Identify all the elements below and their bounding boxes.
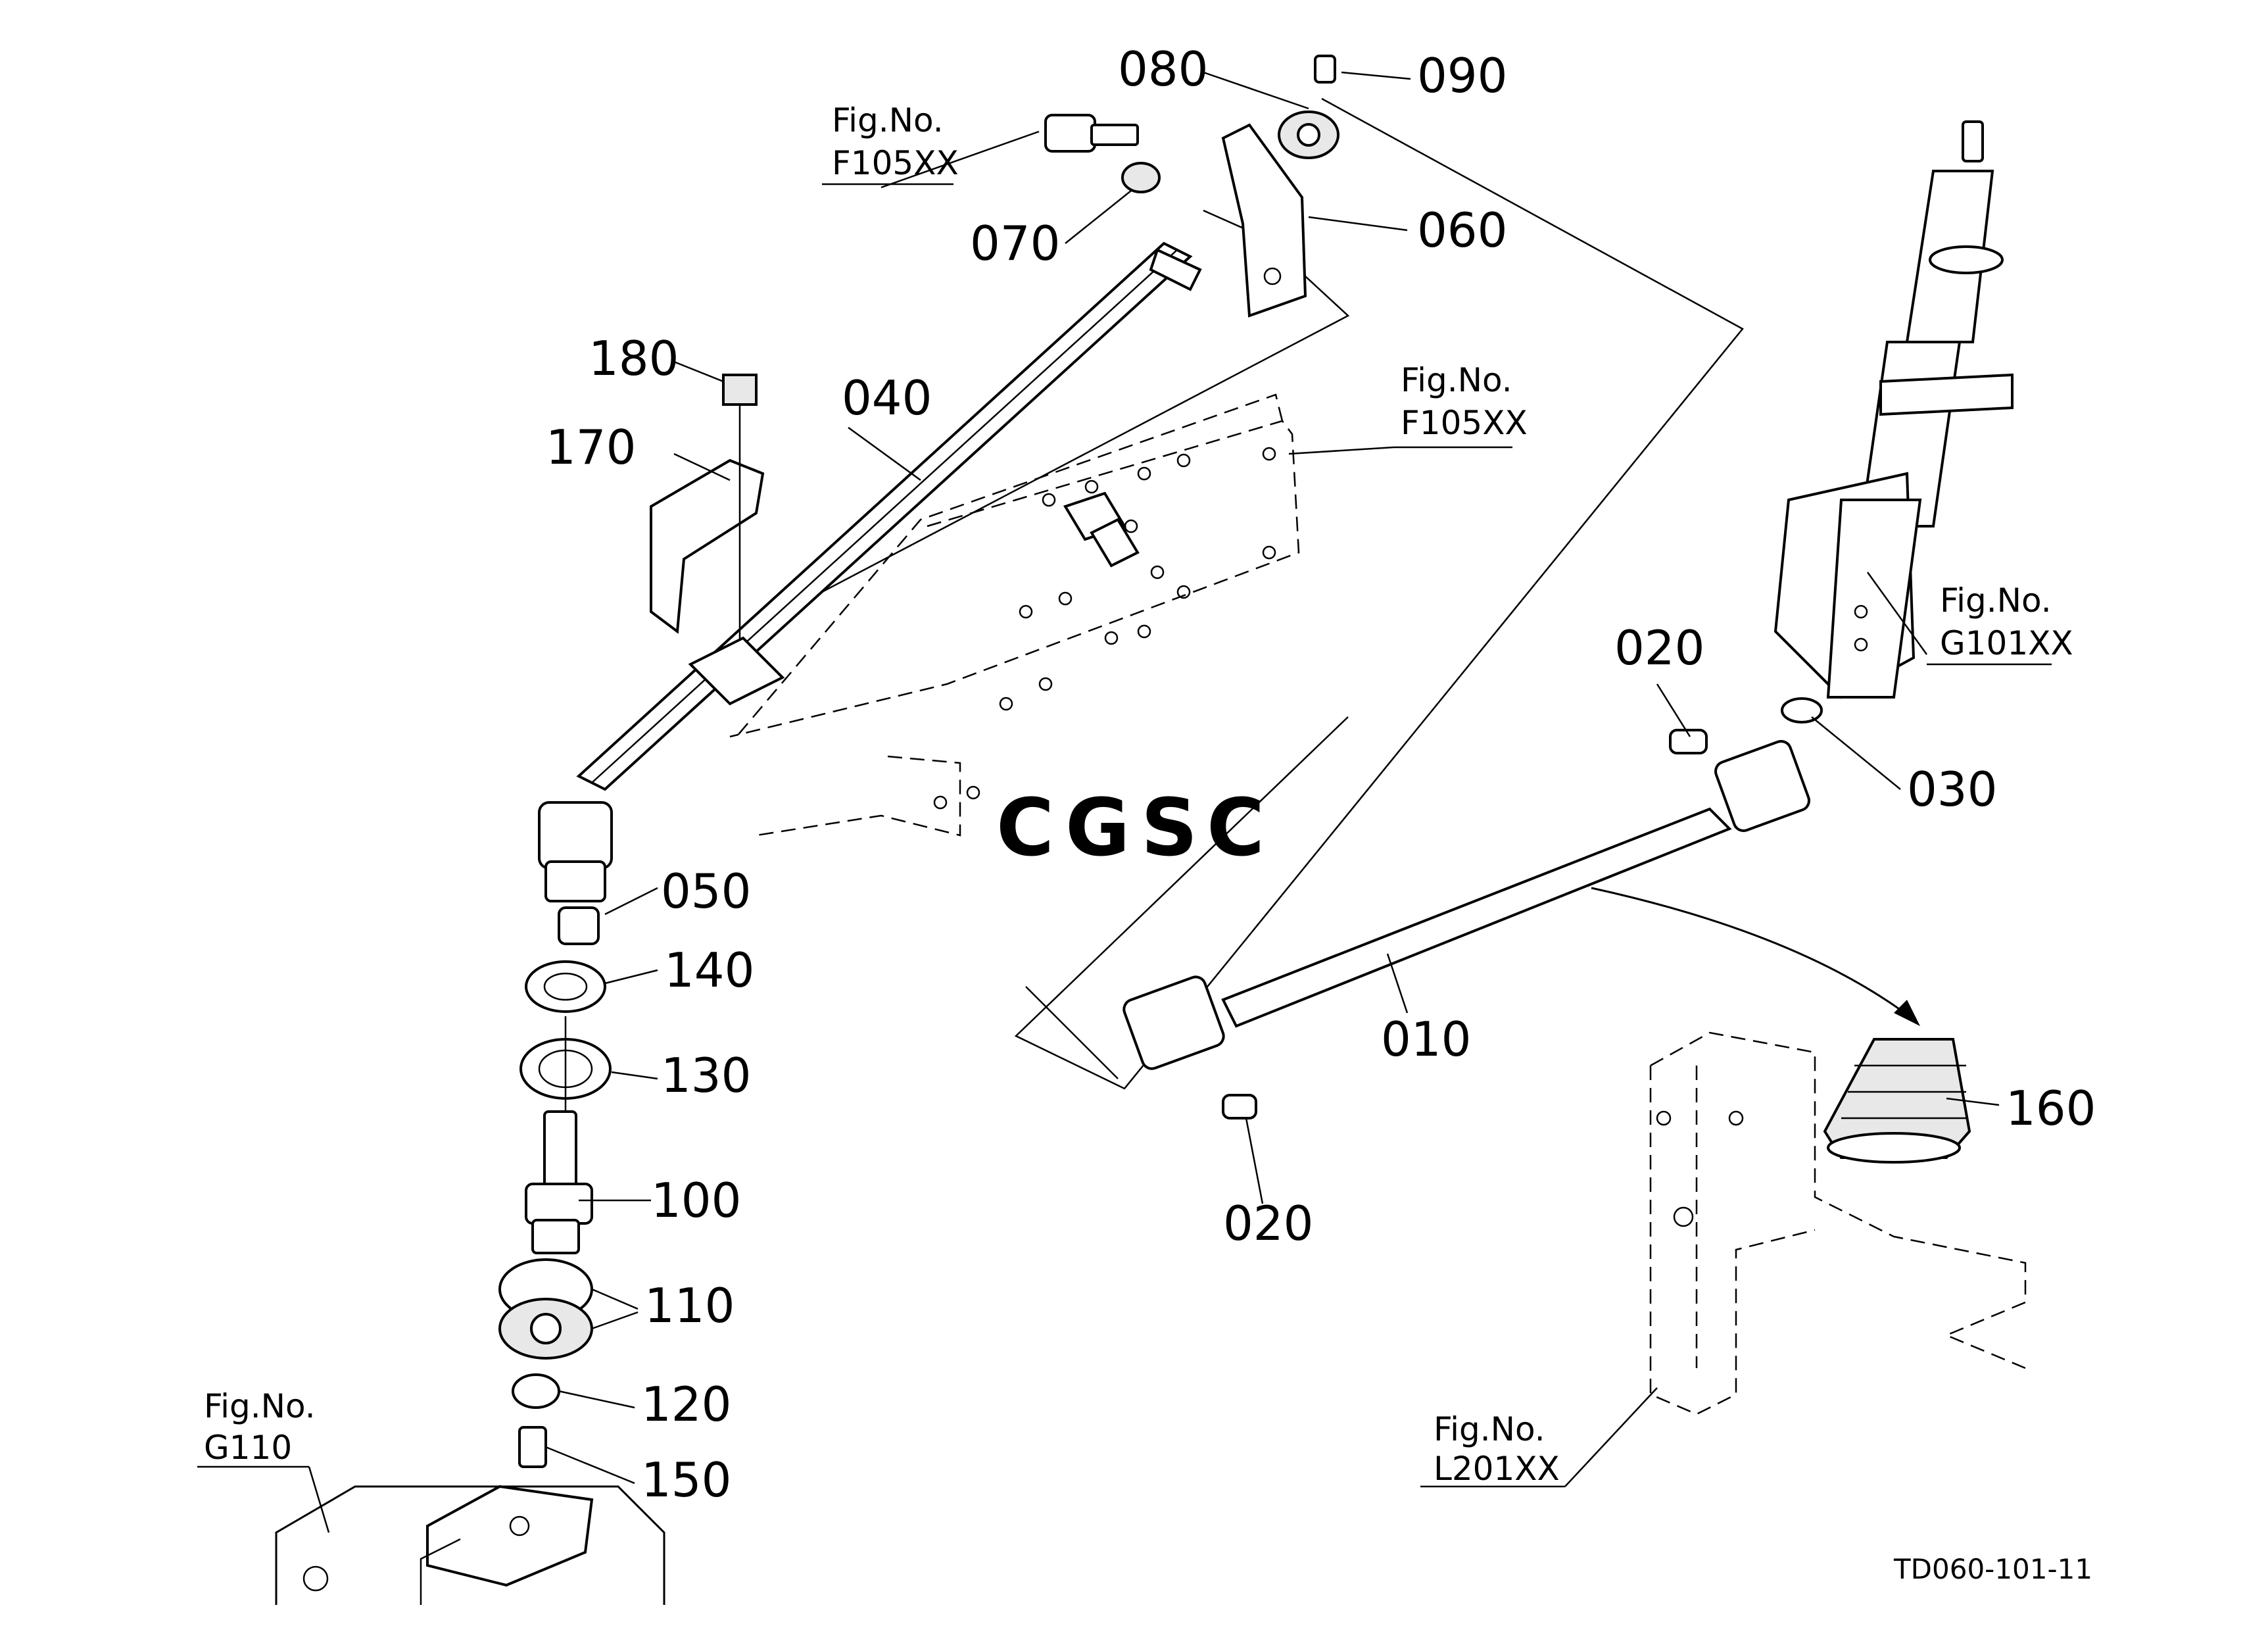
fig-ref-title-2: Fig.No. (1401, 361, 1512, 399)
part-labels: 080 090 070 060 180 040 170 050 140 130 … (546, 41, 2096, 1508)
fig-ref-code-4: G110 (204, 1429, 292, 1467)
drawing-code: TD060-101-11 (1893, 1553, 2092, 1585)
frame-plate (729, 393, 1300, 837)
watermark: C G S C (996, 783, 1265, 874)
part-label-150: 150 (641, 1452, 731, 1508)
part-label-130: 130 (661, 1048, 751, 1103)
part-label-110: 110 (644, 1278, 735, 1333)
shaft-010 (1122, 729, 1810, 1119)
fig-ref-code-5: L201XX (1434, 1450, 1560, 1488)
fig-ref-title-3: Fig.No. (1940, 581, 2052, 620)
part-label-180: 180 (589, 331, 679, 386)
part-label-070: 070 (970, 216, 1060, 271)
part-label-050: 050 (661, 864, 751, 919)
leader-lines (197, 71, 2052, 1533)
part-label-010: 010 (1381, 1012, 1471, 1067)
fig-ref-title-4: Fig.No. (204, 1387, 316, 1425)
figure-references: Fig.No. F105XX Fig.No. F105XX Fig.No. G1… (204, 101, 2073, 1488)
floor-panel (1649, 1031, 2027, 1415)
part-label-140: 140 (664, 943, 754, 998)
base-housing (275, 1485, 665, 1605)
watermark-letter-2: G (1065, 783, 1130, 874)
part-label-060: 060 (1417, 203, 1507, 258)
boot-160 (1591, 887, 1971, 1164)
fig-ref-code-2: F105XX (1401, 404, 1528, 442)
watermark-letter-3: S (1141, 783, 1197, 874)
left-column-stack (498, 801, 613, 1468)
part-label-100: 100 (651, 1173, 741, 1228)
bracket-170 (650, 374, 785, 706)
fig-ref-title-1: Fig.No. (832, 101, 944, 139)
part-label-020-bottom: 020 (1223, 1196, 1313, 1251)
fig-ref-code-1: F105XX (832, 144, 959, 182)
steering-column (1773, 120, 2014, 724)
part-label-120: 120 (641, 1377, 731, 1432)
watermark-letter-1: C (996, 783, 1054, 874)
part-label-090: 090 (1417, 48, 1507, 103)
part-label-020-top: 020 (1614, 620, 1704, 676)
part-label-030: 030 (1907, 762, 1997, 817)
part-label-040: 040 (842, 370, 932, 426)
watermark-letter-4: C (1207, 783, 1265, 874)
part-label-080: 080 (1118, 41, 1208, 97)
fig-ref-code-3: G101XX (1940, 624, 2073, 662)
bracket-assembly (1044, 55, 1339, 318)
part-label-160: 160 (2006, 1081, 2096, 1136)
fig-ref-title-5: Fig.No. (1434, 1410, 1545, 1448)
part-label-170: 170 (546, 420, 636, 475)
